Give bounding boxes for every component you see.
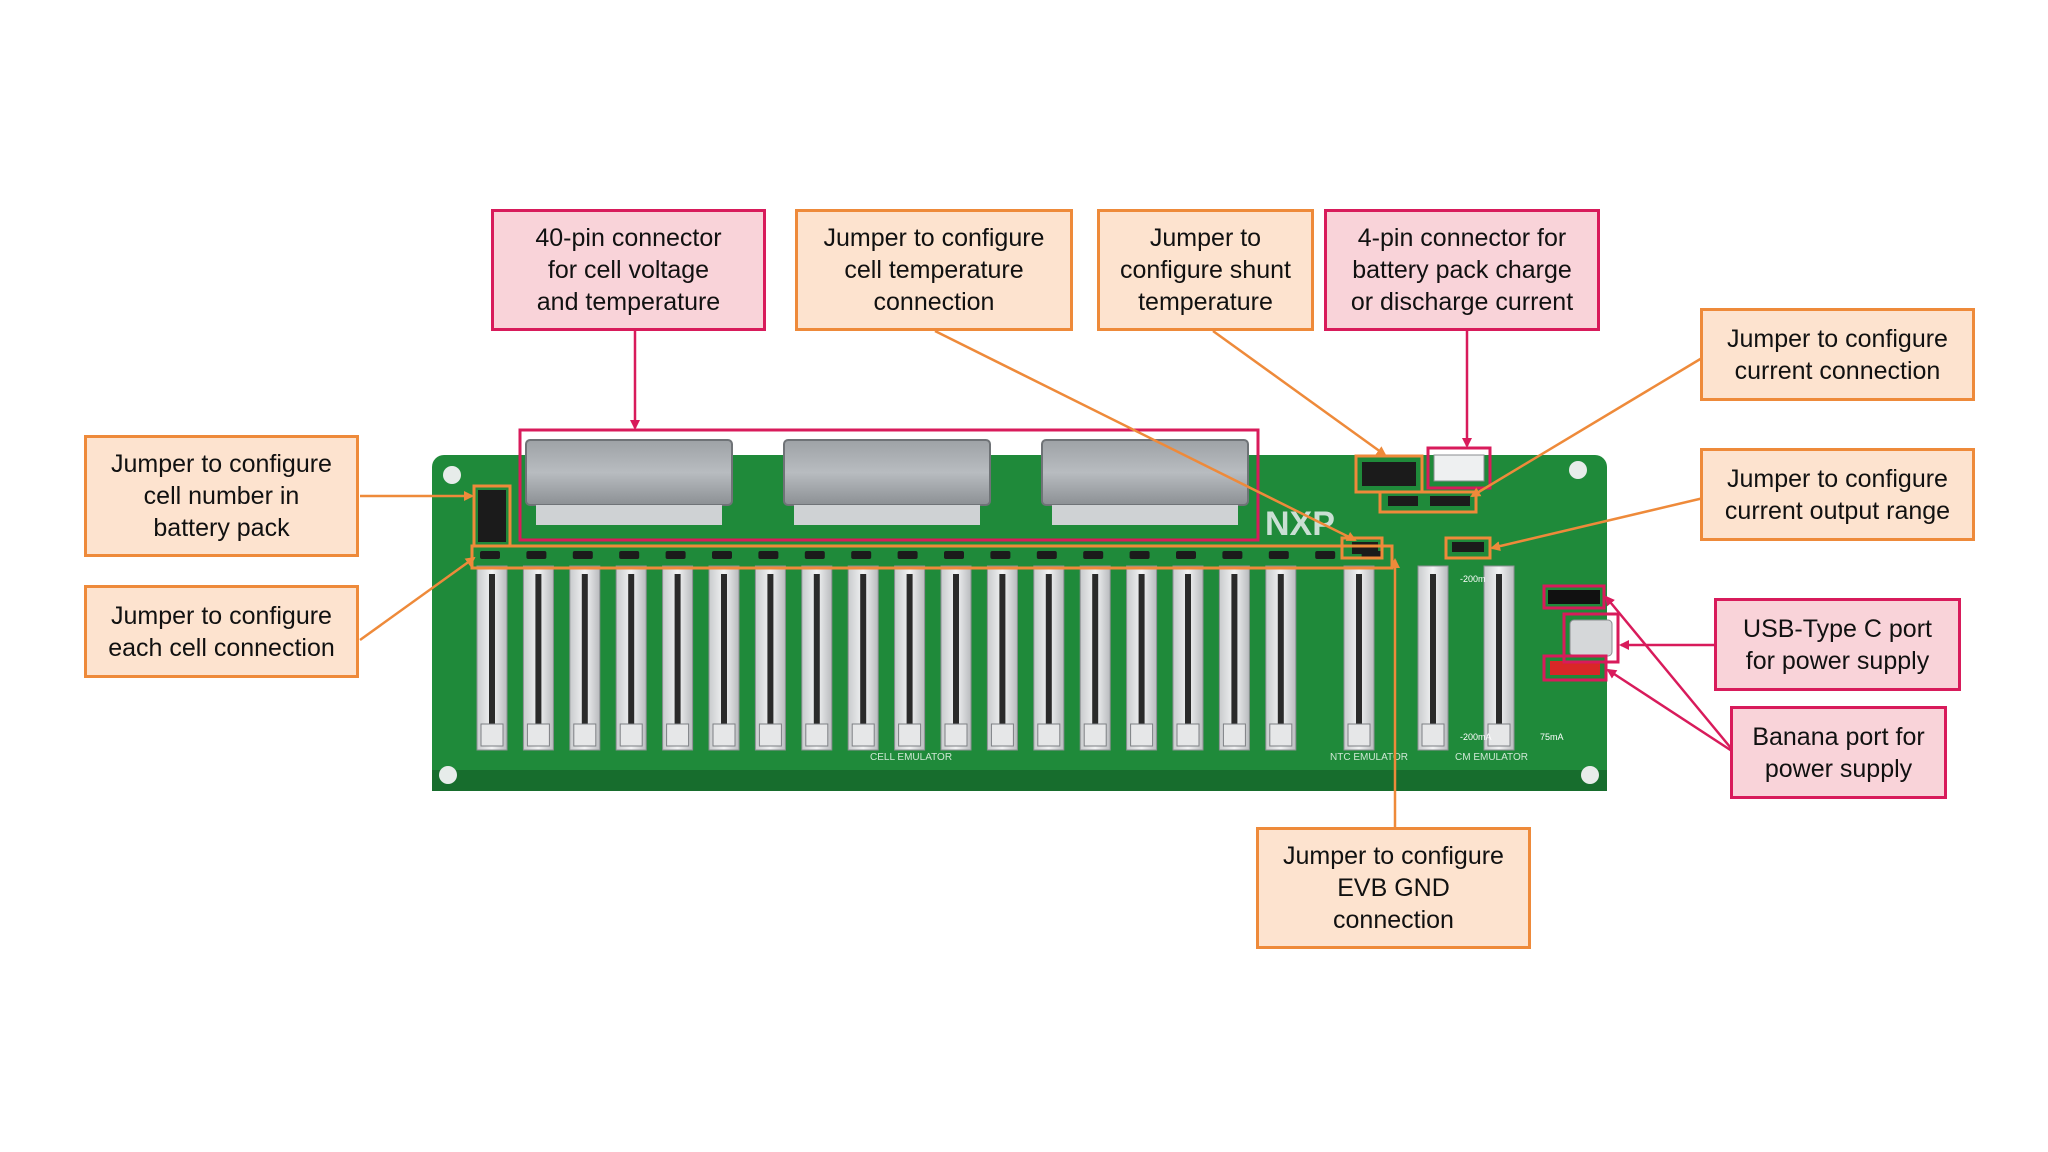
slide-potentiometer <box>1218 565 1250 751</box>
slide-potentiometer <box>708 565 740 751</box>
leader-shunt-temperature <box>1212 329 1387 457</box>
cell-jumper <box>1036 551 1057 559</box>
callout-jumper-current-output-range: Jumper to configure current output range <box>1700 448 1975 541</box>
highlight-current-range <box>1444 536 1492 560</box>
slide-potentiometer <box>940 565 972 751</box>
mounting-hole <box>1569 461 1587 479</box>
cell-jumper <box>804 551 825 559</box>
slide-potentiometer <box>1126 565 1158 751</box>
silkscreen-cell-emulator: CELL EMULATOR <box>870 752 952 763</box>
cell-jumper <box>1222 551 1243 559</box>
evb-gnd-jumper <box>1352 542 1378 554</box>
leader-lines <box>359 329 1736 827</box>
silkscreen-ntc-emulator: NTC EMULATOR <box>1330 752 1408 763</box>
silkscreen-range-2: -200m <box>1460 574 1486 584</box>
mounting-hole <box>443 466 461 484</box>
slide-potentiometer <box>615 565 647 751</box>
silkscreen-range-1: -200mA <box>1460 732 1492 742</box>
cell-jumper <box>1315 551 1336 559</box>
highlight-cell-number <box>472 484 512 548</box>
slide-potentiometer <box>754 565 786 751</box>
slide-potentiometer <box>1265 565 1297 751</box>
callout-banana-port: Banana port for power supply <box>1730 706 1947 799</box>
callout-jumper-cell-temperature: Jumper to configure cell temperature con… <box>795 209 1073 331</box>
connector-40pin-3 <box>1041 439 1249 525</box>
cell-jumper <box>526 551 547 559</box>
banana-port <box>1550 661 1600 675</box>
callout-jumper-each-cell: Jumper to configure each cell connection <box>84 585 359 678</box>
highlight-black-connector <box>1542 584 1606 610</box>
connector-40pin-2 <box>783 439 991 525</box>
slide-potentiometer <box>1343 565 1375 751</box>
slide-potentiometer <box>847 565 879 751</box>
silkscreen-cm-emulator: CM EMULATOR <box>1455 752 1528 763</box>
cell-jumper <box>758 551 779 559</box>
slide-potentiometer <box>522 565 554 751</box>
leader-banana-1 <box>1604 595 1736 754</box>
callout-jumper-cell-number: Jumper to configure cell number in batte… <box>84 435 359 557</box>
slide-potentiometer <box>476 565 508 751</box>
mounting-hole <box>439 766 457 784</box>
cell-jumper <box>990 551 1011 559</box>
cell-jumper <box>1129 551 1150 559</box>
highlight-cell-temp-jumper <box>1340 536 1384 560</box>
callout-jumper-evb-gnd: Jumper to configure EVB GND connection <box>1256 827 1531 949</box>
black-power-connector <box>1548 590 1600 604</box>
mounting-hole <box>1581 766 1599 784</box>
slide-potentiometer <box>1079 565 1111 751</box>
cell-jumper <box>619 551 640 559</box>
slide-potentiometer <box>1417 565 1449 751</box>
cell-number-header <box>478 490 506 542</box>
cell-jumper <box>1083 551 1104 559</box>
slide-potentiometer <box>1172 565 1204 751</box>
cell-jumper <box>1268 551 1289 559</box>
cell-jumper <box>1176 551 1196 559</box>
current-connection-jumper <box>1388 496 1418 506</box>
current-connection-jumper-2 <box>1430 496 1470 506</box>
highlight-current-connection <box>1378 490 1478 514</box>
cell-jumper <box>712 551 732 559</box>
callout-40pin-connector: 40-pin connector for cell voltage and te… <box>491 209 766 331</box>
callout-jumper-current-connection: Jumper to configure current connection <box>1700 308 1975 401</box>
callout-4pin-connector: 4-pin connector for battery pack charge … <box>1324 209 1600 331</box>
highlight-usb-c <box>1562 612 1620 664</box>
leader-banana-2 <box>1606 668 1736 755</box>
current-range-jumper <box>1452 542 1484 552</box>
usb-c-port <box>1569 619 1613 657</box>
shunt-temp-jumper-header <box>1362 462 1416 486</box>
highlight-4pin <box>1426 446 1492 490</box>
cell-jumper <box>944 551 964 559</box>
slide-potentiometer <box>986 565 1018 751</box>
callout-usb-type-c: USB-Type C port for power supply <box>1714 598 1961 691</box>
leader-current-range <box>1490 494 1713 552</box>
pcb-edge-shadow <box>432 770 1607 791</box>
slide-potentiometer <box>662 565 694 751</box>
callout-jumper-shunt-temperature: Jumper to configure shunt temperature <box>1097 209 1314 331</box>
highlight-banana <box>1542 654 1608 682</box>
silkscreen-range-3: 75mA <box>1540 732 1564 742</box>
slide-potentiometer <box>1483 565 1515 751</box>
cell-jumper <box>897 551 918 559</box>
four-pin-connector <box>1433 454 1485 482</box>
leader-cell-temperature <box>934 329 1357 542</box>
slide-potentiometer <box>569 565 601 751</box>
cell-jumper <box>851 551 872 559</box>
cell-jumper <box>572 551 593 559</box>
connector-40pin-1 <box>525 439 733 525</box>
slide-potentiometer <box>801 565 833 751</box>
slide-potentiometer <box>894 565 926 751</box>
cell-jumper <box>665 551 686 559</box>
highlight-40pin-connectors <box>518 428 1260 542</box>
cell-jumper <box>480 551 500 559</box>
leader-each-cell <box>359 556 476 642</box>
leader-current-connection <box>1470 350 1713 498</box>
slide-potentiometer <box>1033 565 1065 751</box>
